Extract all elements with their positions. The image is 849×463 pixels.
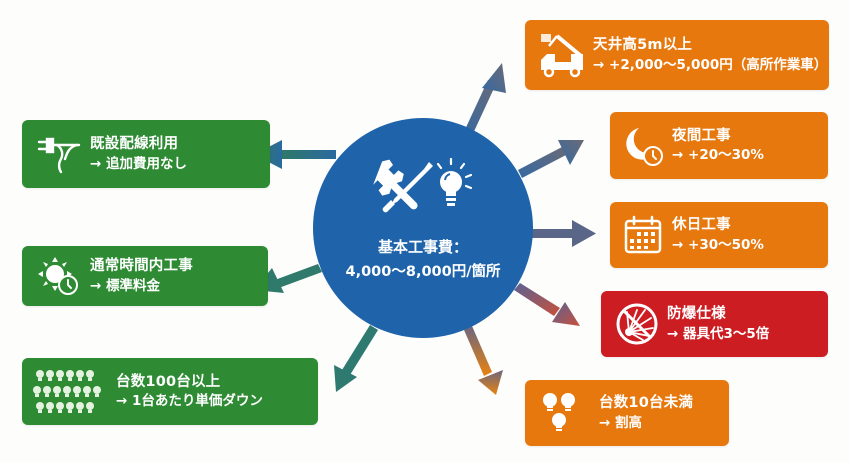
many-bulbs-icon — [30, 368, 106, 416]
card-detail: → 標準料金 — [90, 277, 161, 294]
card-detail: → +30〜50% — [672, 236, 764, 253]
card-detail: → 1台あたり単価ダウン — [116, 393, 263, 410]
card-holiday-work: 休日工事 → +30〜50% — [610, 202, 828, 268]
card-normal-hours: 通常時間内工事 → 標準料金 — [22, 246, 268, 306]
aerial-work-truck-icon — [531, 32, 593, 78]
arrow-to-over-100-units — [334, 325, 378, 392]
card-under-10-units: 台数10台未満 → 割高 — [525, 380, 729, 446]
card-detail: → 割高 — [599, 414, 643, 431]
tools-and-lightbulb-icon — [313, 156, 533, 220]
explosion-proof-icon — [607, 302, 667, 346]
card-title: 天井高5m以上 — [593, 37, 693, 54]
card-ceiling-height: 天井高5m以上 → +2,000〜5,000円（高所作業車） — [525, 20, 829, 90]
few-bulbs-icon — [531, 391, 591, 435]
card-title: 休日工事 — [672, 217, 731, 234]
card-detail: → 追加費用なし — [90, 155, 188, 172]
arrow-to-night-work — [518, 140, 584, 178]
base-cost-label: 基本工事費： — [377, 238, 468, 256]
arrow-to-ceiling-height — [462, 63, 506, 140]
card-detail: → +20〜30% — [672, 147, 764, 164]
card-title: 台数100台以上 — [116, 373, 221, 390]
card-existing-wiring: 既設配線利用 → 追加費用なし — [22, 120, 270, 188]
card-title: 防爆仕様 — [667, 306, 726, 323]
arrow-to-under-10-units — [464, 326, 503, 395]
base-cost-hub: 基本工事費： 4,000〜8,000円/箇所 — [313, 118, 533, 338]
card-detail: → +2,000〜5,000円（高所作業車） — [593, 56, 828, 73]
card-over-100-units: 台数100台以上 → 1台あたり単価ダウン — [22, 358, 318, 425]
moon-clock-icon — [614, 124, 672, 168]
arrow-to-explosion-proof — [514, 283, 580, 326]
card-title: 既設配線利用 — [90, 136, 179, 153]
plug-wiring-icon — [28, 134, 90, 174]
card-title: 台数10台未満 — [599, 395, 694, 412]
card-explosion-proof: 防爆仕様 → 器具代3〜5倍 — [601, 291, 828, 357]
card-night-work: 夜間工事 → +20〜30% — [610, 112, 828, 179]
base-cost-price: 4,000〜8,000円/箇所 — [345, 264, 501, 280]
arrow-to-holiday-work — [530, 220, 596, 247]
calendar-icon — [614, 215, 672, 255]
card-title: 通常時間内工事 — [90, 258, 193, 275]
card-detail: → 器具代3〜5倍 — [667, 325, 770, 342]
sun-clock-icon — [28, 254, 90, 298]
card-title: 夜間工事 — [672, 127, 731, 144]
